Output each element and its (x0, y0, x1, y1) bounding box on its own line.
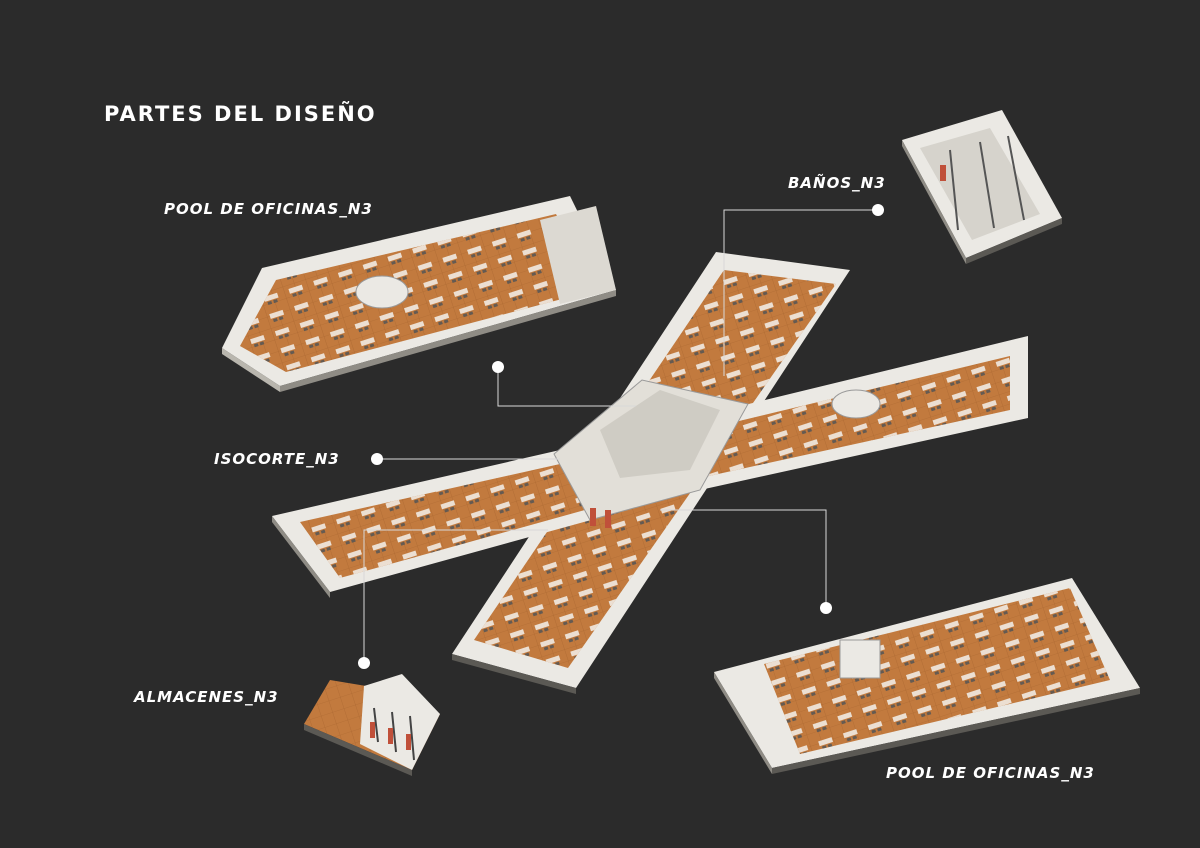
almacenes-block (304, 674, 440, 776)
pool-top-block (222, 196, 616, 392)
label-banos: BAÑOS_N3 (788, 174, 886, 192)
leader-dot-pool-top (492, 361, 504, 373)
leader-line-pool-top (497, 367, 636, 407)
leader-dot-almacenes (358, 657, 370, 669)
label-pool-top: POOL DE OFICINAS_N3 (164, 200, 373, 218)
isocorte-cross (272, 252, 1028, 694)
label-isocorte: ISOCORTE_N3 (214, 450, 340, 468)
leader-dot-isocorte (371, 453, 383, 465)
page-title: PARTES DEL DISEÑO (104, 102, 377, 126)
leader-line-banos (723, 209, 878, 376)
label-pool-bottom: POOL DE OFICINAS_N3 (886, 764, 1095, 782)
label-almacenes: ALMACENES_N3 (134, 688, 279, 706)
leader-dot-pool-bottom (820, 602, 832, 614)
leader-line-pool-bottom (660, 509, 827, 608)
leader-line-almacenes (363, 529, 548, 663)
banos-block (902, 110, 1062, 264)
leader-dot-banos (872, 204, 884, 216)
pool-bottom-block (714, 578, 1140, 774)
